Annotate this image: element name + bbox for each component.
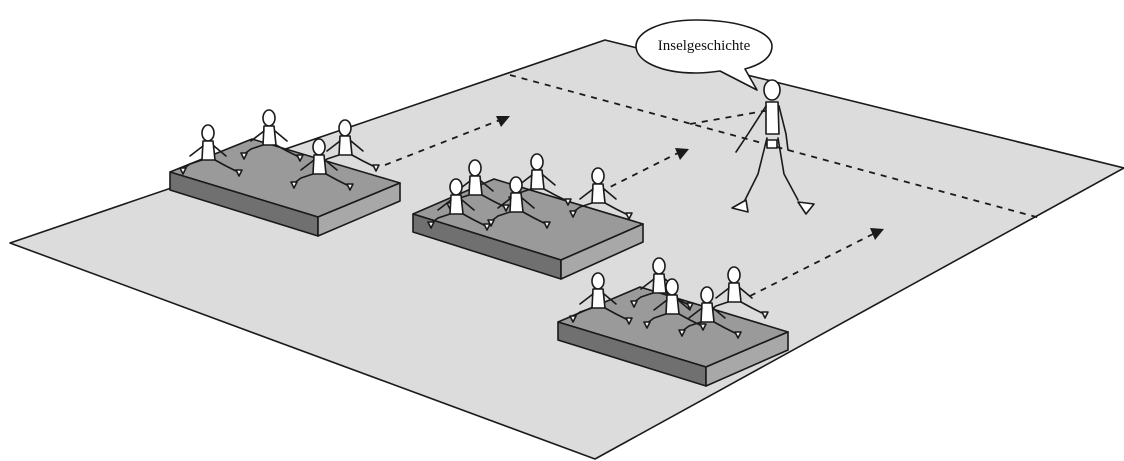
seated-figure (240, 109, 304, 162)
walking-storyteller-figure (731, 79, 815, 215)
mat-island-1 (169, 138, 401, 237)
seated-figure (290, 138, 354, 191)
seated-figure (643, 278, 707, 331)
seated-figure (569, 272, 633, 325)
dashed-divider-line (689, 109, 771, 125)
seated-figure (487, 176, 551, 229)
speech-bubble: Inselgeschichte (635, 19, 773, 91)
movement-arrow (749, 228, 884, 297)
movement-arrow (384, 116, 510, 166)
seated-figure (678, 286, 742, 339)
dashed-divider-line (509, 74, 1041, 219)
seated-figure (427, 178, 491, 231)
movement-arrow (599, 148, 689, 193)
seated-figure (316, 119, 380, 172)
seated-figure (179, 124, 243, 177)
mat-island-3 (557, 286, 789, 387)
mat-island-2 (412, 178, 644, 280)
speech-bubble-text: Inselgeschichte (658, 38, 751, 54)
seated-figure (569, 167, 633, 220)
